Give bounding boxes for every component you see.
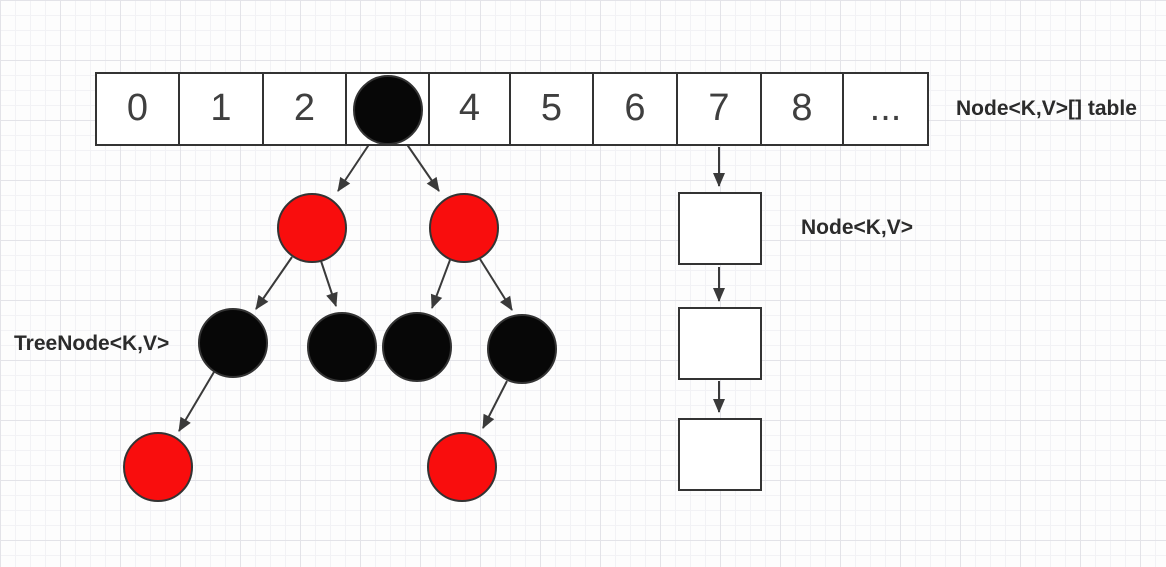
tree-node-left [277, 193, 347, 263]
arrow-root-to-left [337, 142, 371, 192]
bucket-array: 0 1 2 4 5 6 7 8 ... [95, 72, 929, 146]
list-node-3 [678, 418, 762, 491]
array-cell-3 [347, 74, 430, 144]
listnode-label: Node<K,V> [801, 216, 914, 239]
arrow-leftleft-to-leaf [178, 371, 215, 432]
tree-node-root [353, 75, 423, 145]
arrow-left-to-leftright [320, 260, 338, 307]
tree-node-left-left-left [123, 432, 193, 502]
array-cell-6: 6 [594, 74, 678, 144]
tree-node-left-right [307, 312, 377, 382]
array-cell-5: 5 [511, 74, 594, 144]
arrow-rightright-to-leaf [482, 380, 508, 429]
tree-node-right-left [382, 312, 452, 382]
tree-node-right-right [487, 314, 557, 384]
arrow-right-to-rightright [479, 258, 513, 311]
arrow-left-to-leftleft [255, 256, 293, 310]
arrow-root-to-right [405, 142, 440, 192]
array-cell-8: 8 [762, 74, 844, 144]
list-node-2 [678, 307, 762, 380]
array-cell-4: 4 [430, 74, 511, 144]
treenode-label: TreeNode<K,V> [14, 332, 170, 355]
array-cell-2: 2 [264, 74, 347, 144]
list-node-1 [678, 192, 762, 265]
tree-node-right [429, 193, 499, 263]
array-cell-0: 0 [97, 74, 180, 144]
arrow-right-to-rightleft [430, 259, 451, 309]
array-cell-1: 1 [180, 74, 264, 144]
array-cell-9: ... [869, 87, 902, 129]
tree-node-right-right-left [427, 432, 497, 502]
tree-node-left-left [198, 308, 268, 378]
array-cell-7: 7 [678, 74, 762, 144]
array-label: Node<K,V>[] table [956, 97, 1137, 120]
